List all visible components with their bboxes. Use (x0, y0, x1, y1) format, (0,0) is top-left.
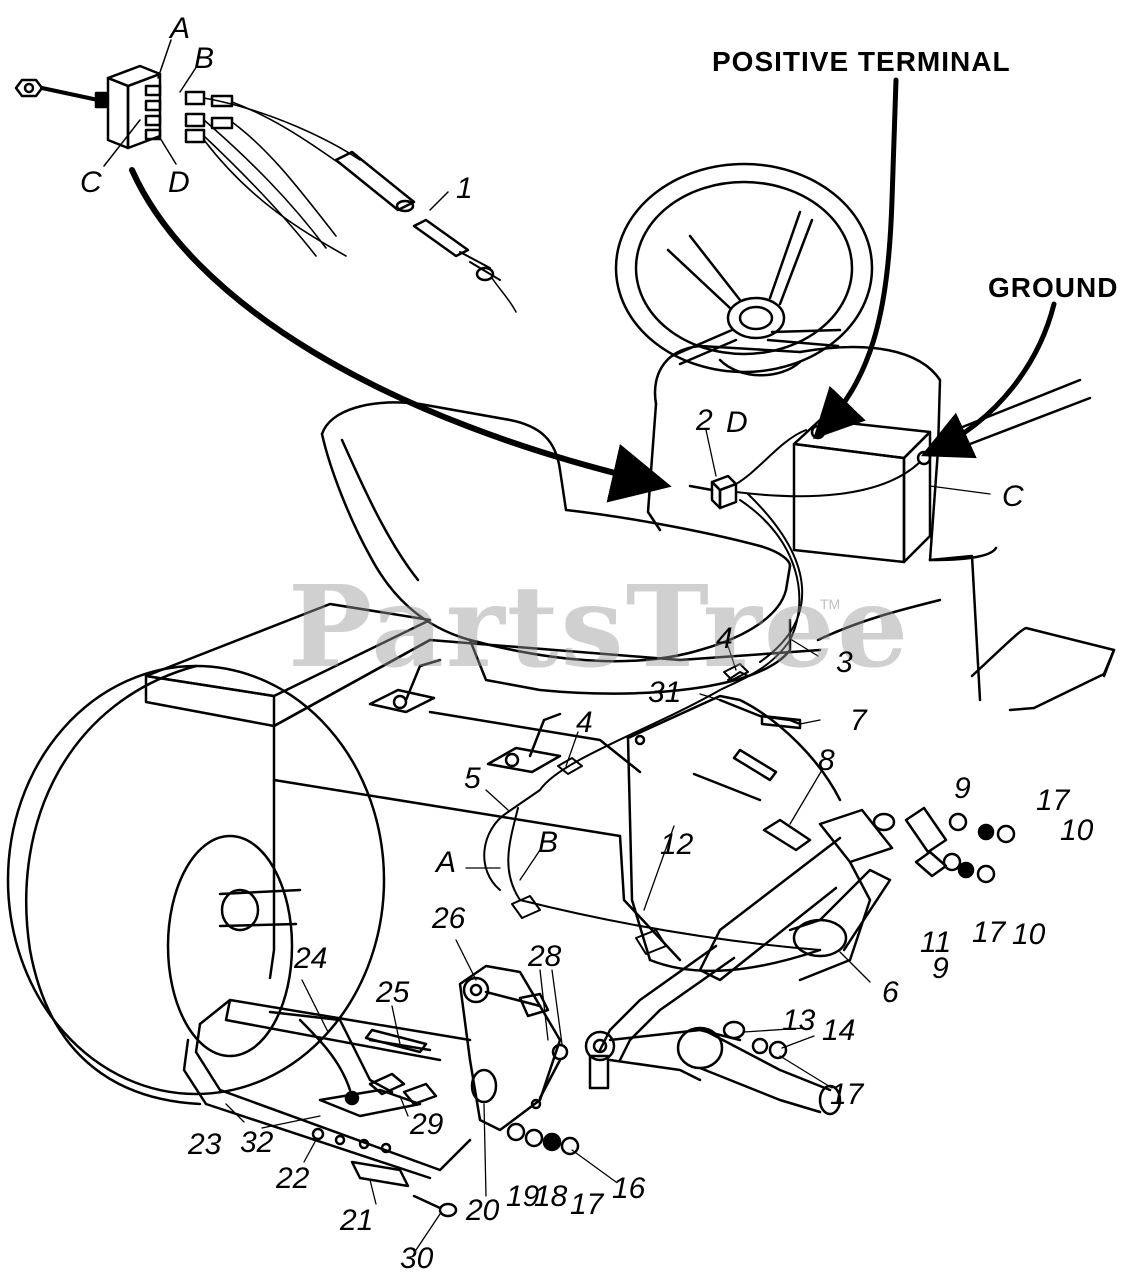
wire-label-a-top: A (170, 12, 191, 45)
callout-arrows (813, 77, 1057, 459)
part-number-30: 30 (400, 1242, 434, 1275)
body-frame (268, 638, 822, 980)
assembly-arrow (129, 167, 672, 503)
part-number-20: 20 (466, 1194, 500, 1227)
part-number-13: 13 (782, 1004, 816, 1037)
part-number-17-a: 17 (1036, 784, 1070, 817)
part-number-23: 23 (188, 1128, 222, 1161)
part-number-1: 1 (456, 172, 473, 205)
part-number-25: 25 (376, 976, 410, 1009)
part-number-17-d: 17 (570, 1188, 604, 1221)
mounting-hardware-right (904, 806, 1016, 884)
part-number-4-lower: 4 (576, 706, 593, 739)
part-number-14: 14 (822, 1014, 856, 1047)
wiring-harness (483, 429, 921, 955)
part-number-17-c: 17 (830, 1078, 864, 1111)
part-number-16: 16 (612, 1172, 646, 1205)
hood-and-dash (646, 344, 1092, 702)
ground-label: GROUND (988, 272, 1119, 303)
part-number-10-upper: 10 (1060, 814, 1094, 847)
part-number-11: 11 (920, 926, 952, 959)
part-number-8: 8 (818, 744, 835, 777)
wire-label-b-low: B (538, 826, 559, 859)
safety-switch-detail (14, 39, 517, 313)
positive-terminal-label: POSITIVE TERMINAL (712, 46, 1011, 77)
rear-wheel (6, 664, 386, 1106)
lift-cylinder (584, 808, 896, 1116)
right-footrest (970, 626, 1116, 712)
wire-label-b-top: B (194, 42, 215, 75)
part-number-29: 29 (410, 1108, 444, 1141)
part-number-3: 3 (836, 646, 853, 679)
mounting-hardware-center (722, 1020, 788, 1060)
leader-lines (225, 429, 991, 1251)
part-number-2: 2 (696, 404, 713, 437)
part-number-22: 22 (276, 1162, 310, 1195)
part-number-5: 5 (464, 762, 481, 795)
dash-switch (688, 474, 738, 510)
partstree-watermark: PartsTree (288, 562, 911, 693)
part-number-26: 26 (432, 902, 466, 935)
part-number-12: 12 (660, 828, 694, 861)
part-number-4-upper: 4 (716, 622, 733, 655)
front-lift-frame (182, 998, 472, 1218)
part-number-31: 31 (648, 676, 682, 709)
lift-lever-plate (458, 964, 569, 1132)
wire-label-c-top: C (80, 166, 102, 199)
part-number-7: 7 (850, 704, 867, 737)
wire-label-c-mid: C (1002, 480, 1024, 513)
part-number-17-b: 17 (972, 916, 1006, 949)
part-number-9-upper: 9 (954, 772, 971, 805)
control-rods (692, 698, 812, 852)
wire-label-d-mid: D (726, 406, 748, 439)
part-number-9-lower: 9 (932, 952, 949, 985)
trademark-mark: TM (820, 596, 841, 612)
part-number-28: 28 (528, 940, 562, 973)
seat-brackets (368, 658, 562, 774)
part-number-21: 21 (340, 1204, 374, 1237)
part-number-19: 19 (506, 1180, 540, 1213)
steering-wheel (614, 162, 874, 377)
part-number-18: 18 (534, 1180, 568, 1213)
washer-stack (506, 1122, 580, 1156)
wire-label-d-top: D (168, 166, 190, 199)
part-number-32: 32 (240, 1126, 274, 1159)
part-number-6: 6 (882, 976, 899, 1009)
part-number-24: 24 (294, 942, 328, 975)
wire-label-a-low: A (436, 846, 457, 879)
part-number-10-lower: 10 (1012, 918, 1046, 951)
